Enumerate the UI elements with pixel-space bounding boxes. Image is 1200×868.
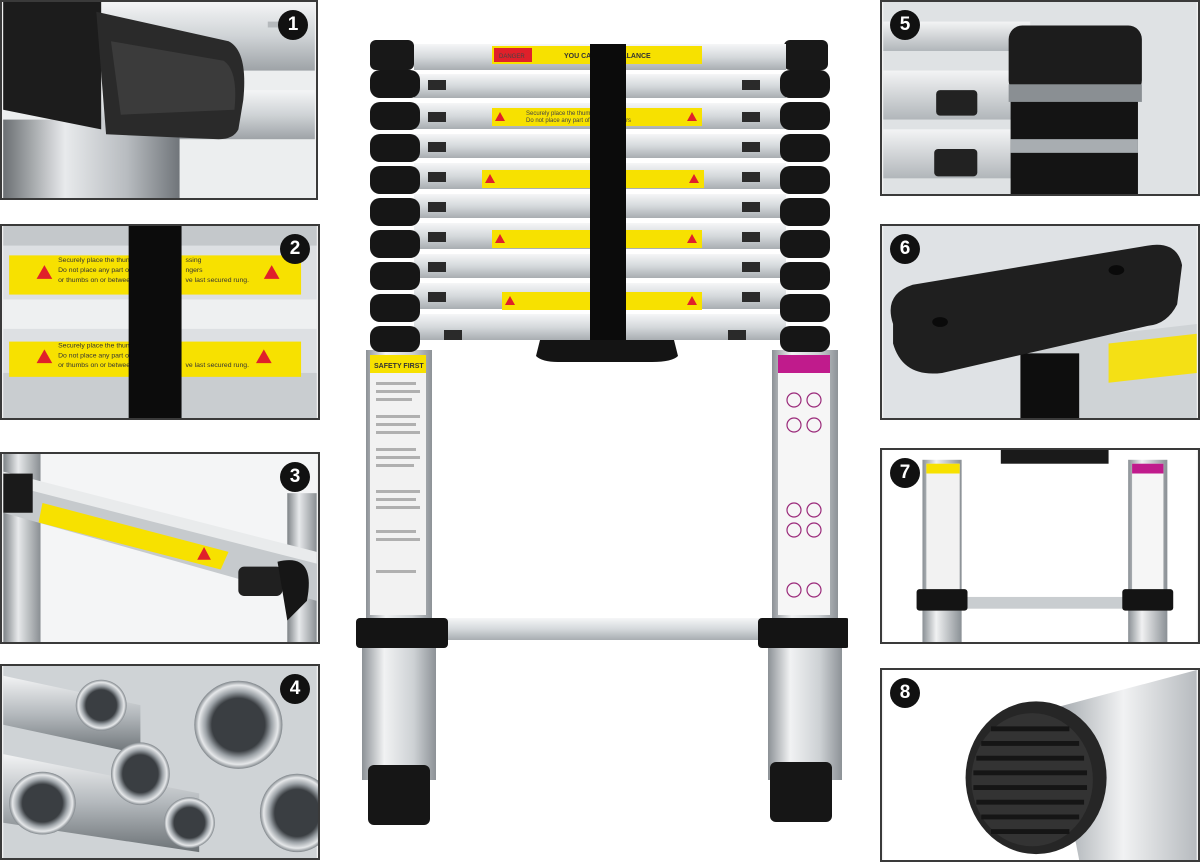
tube-end <box>111 742 170 806</box>
lower-leg-right <box>768 630 842 780</box>
panel-top-cap: 5 <box>880 0 1200 196</box>
badge-6: 6 <box>890 234 920 264</box>
top-cap-left <box>370 40 414 70</box>
safety-sticker-left <box>370 355 426 615</box>
sticker-text: ssing <box>185 257 201 264</box>
warning-triangle-icon <box>263 265 280 279</box>
sticker-text: Securely place the thumbs <box>58 342 139 349</box>
sticker-text: Do not place any part of b <box>58 267 137 274</box>
sticker-text: ngers <box>185 267 203 274</box>
tube-end <box>163 797 215 849</box>
tube-end <box>75 679 127 731</box>
rung-sticker <box>38 502 229 570</box>
panel-strap-sticker: Securely place the thumbs Do not place a… <box>0 224 320 420</box>
badge-5: 5 <box>890 10 920 40</box>
sticker-text: Do not place any part of b <box>58 352 137 359</box>
rubber-foot-right <box>770 762 832 822</box>
lower-leg-left <box>362 630 436 780</box>
tube-end <box>194 680 283 769</box>
badge-8: 8 <box>890 678 920 708</box>
collar-left <box>356 618 448 648</box>
panel-rung-closeup: 3 <box>0 452 320 644</box>
carry-strap <box>128 226 182 418</box>
safety-sticker-right <box>778 355 830 615</box>
panel-hinge-clip: 1 <box>0 0 318 200</box>
collar-right <box>758 618 850 648</box>
panel-aluminum-tubes: 4 <box>0 664 320 860</box>
telescopic-ladder-main: SAFETY FIRST <box>352 30 850 863</box>
sticker-text: Securely place the thumbs <box>58 257 139 264</box>
warning-triangle-icon <box>197 547 211 560</box>
hinge-clip-image <box>3 2 315 198</box>
badge-7: 7 <box>890 458 920 488</box>
rubber-foot-left <box>368 765 430 825</box>
strap-handle <box>536 340 678 362</box>
badge-3: 3 <box>280 462 310 492</box>
sticker-text: ve last secured rung. <box>185 277 249 284</box>
top-cap <box>1008 25 1142 95</box>
panel-rubber-foot: 8 <box>880 668 1200 862</box>
panel-handle-grip: 6 <box>880 224 1200 420</box>
sticker-text: or thumbs on or between r <box>58 362 139 369</box>
handle-grip <box>890 244 1183 374</box>
panel-lower-section: 7 <box>880 448 1200 644</box>
sticker-text: ve last secured rung. <box>185 362 249 369</box>
tube-end <box>9 771 76 835</box>
badge-1: 1 <box>278 10 308 40</box>
bottom-rung <box>440 618 766 640</box>
warning-triangle-icon <box>36 349 53 364</box>
badge-4: 4 <box>280 674 310 704</box>
warning-triangle-icon <box>256 349 272 364</box>
sticker-text: or thumbs on or between r <box>58 277 139 284</box>
top-cap-right <box>784 40 828 70</box>
warning-triangle-icon <box>36 265 53 279</box>
safety-first-label: SAFETY FIRST <box>374 363 424 370</box>
carry-strap <box>590 44 626 354</box>
warn-line-2: Do not place any part of body or fingers <box>526 118 631 124</box>
tube-end <box>259 773 318 853</box>
badge-2: 2 <box>280 234 310 264</box>
warn-line-1: Securely place the thumbs on <box>526 111 605 117</box>
danger-word: DANGER <box>499 54 525 60</box>
